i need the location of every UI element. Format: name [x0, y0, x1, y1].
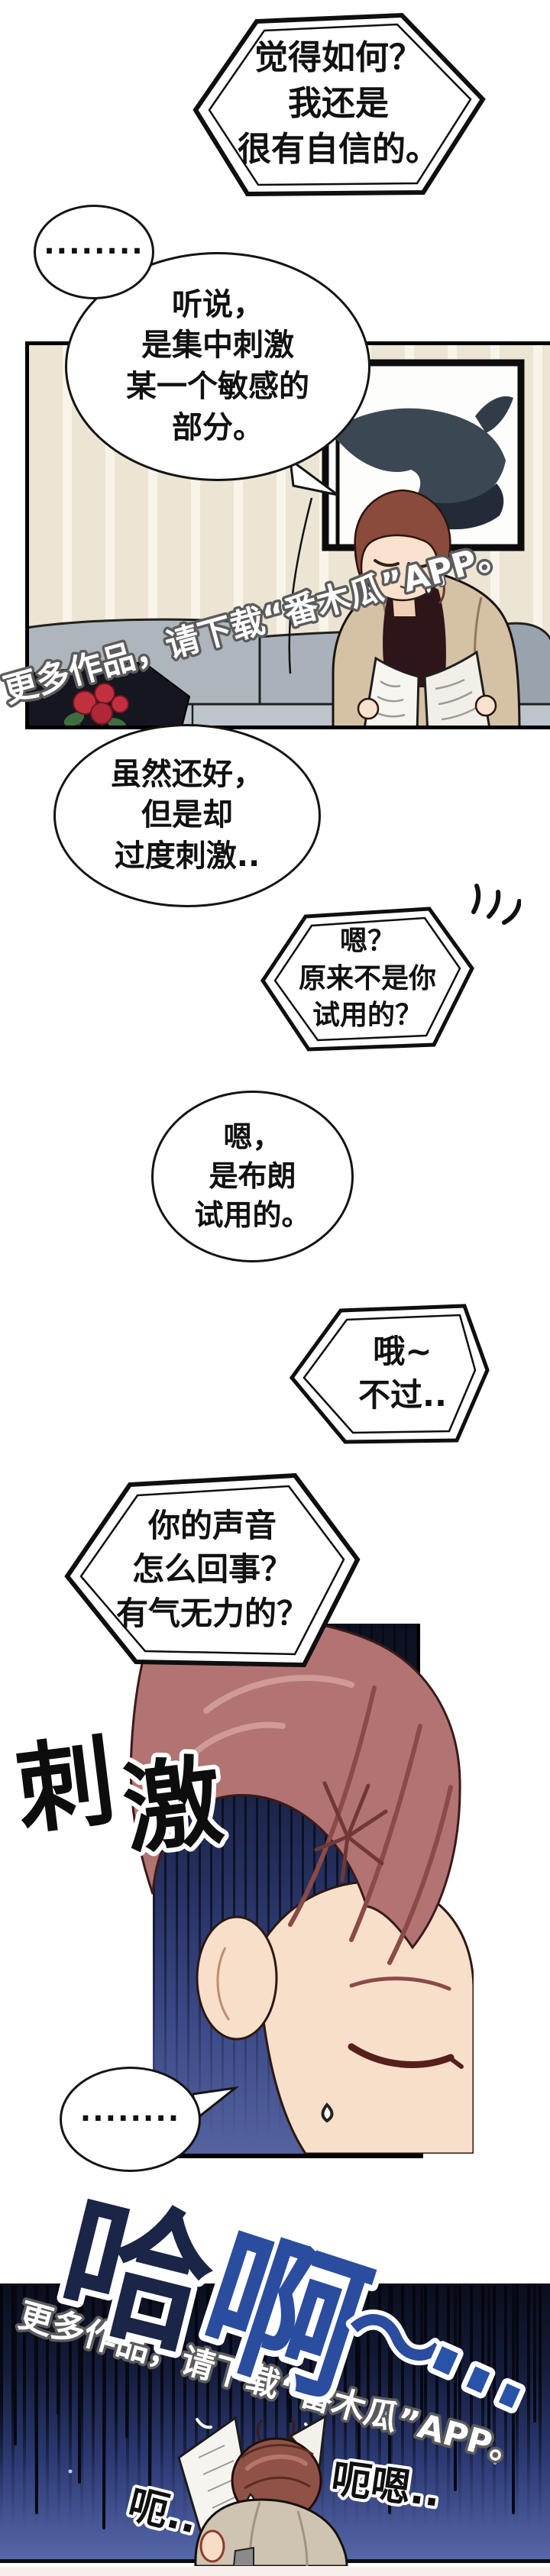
motion-line [288, 497, 313, 674]
speech-bubble-confident: 觉得如何？ 我还是 很有自信的。 [189, 9, 487, 199]
speech-bubble-voice: 你的声音 怎么回事？ 有气无力的？ [61, 1468, 364, 1671]
bubble-line: 原来不是你 [298, 962, 436, 994]
sweat-drop [425, 582, 433, 596]
panel-night [0, 2283, 550, 2563]
earphone [435, 570, 447, 587]
bubble-line: 有气无力的？ [115, 1594, 309, 1632]
bubble-line: 不过.. [358, 1376, 447, 1414]
bubble-line: 是集中刺激 [141, 328, 294, 364]
character-reading [332, 489, 521, 726]
rose-flowers [63, 683, 129, 726]
speed-line-stripes [153, 1624, 417, 2158]
hand-left [357, 697, 380, 720]
bubble-line: 试用的。 [194, 1198, 311, 1232]
speech-bubble-although: 虽然还好， 但是却 过度刺激.. [53, 724, 321, 907]
dots-text: ........ [79, 2093, 181, 2128]
bubble-line: 嗯？ [339, 925, 395, 957]
speech-bubble-surprised: 嗯？ 原来不是你 试用的？ [258, 903, 477, 1055]
bubble-line: 我还是 [288, 84, 389, 124]
living-room-scene [29, 359, 550, 726]
bubble-line: 怎么回事？ [131, 1550, 293, 1589]
bubble-line: 虽然还好， [111, 756, 264, 792]
bubble-line: 是布朗 [209, 1159, 296, 1194]
bubble-line: 过度刺激.. [114, 838, 260, 874]
page-bottom-strip [0, 2567, 550, 2576]
speech-bubble-dots-mid: ........ [60, 2067, 201, 2172]
panel-face-bottom-border [153, 2154, 423, 2158]
bubble-line: 你的声音 [147, 1507, 277, 1545]
bubble-line: 但是却 [141, 797, 233, 833]
speech-bubble-brown: 嗯， 是布朗 试用的。 [151, 1091, 354, 1262]
bubble-line: 很有自信的。 [238, 129, 439, 169]
bubble-line: 试用的？ [312, 1000, 422, 1032]
bubble-line: 部分。 [172, 409, 264, 445]
speech-bubble-oh: 哦~ 不过.. [287, 1298, 492, 1448]
speech-bubble-heard: 听说， 是集中刺激 某一个敏感的 部分。 [65, 252, 370, 481]
bubble-line: 哦~ [373, 1332, 432, 1370]
bubble-line: 觉得如何？ [254, 38, 422, 78]
bubble-line: 某一个敏感的 [126, 369, 309, 404]
closed-eyes [374, 559, 432, 568]
speech-bubble-dots-top: ........ [34, 205, 154, 299]
sfx-char: 刺 [11, 1724, 121, 1848]
bubble-line: 嗯， [223, 1120, 282, 1155]
bubble-line: 听说， [172, 286, 264, 322]
character-head [354, 489, 451, 618]
speed-lines-extra [14, 2283, 536, 2529]
panel-face-closeup [153, 1624, 420, 2158]
hand-right [474, 694, 497, 717]
dots-text: ........ [44, 226, 144, 260]
